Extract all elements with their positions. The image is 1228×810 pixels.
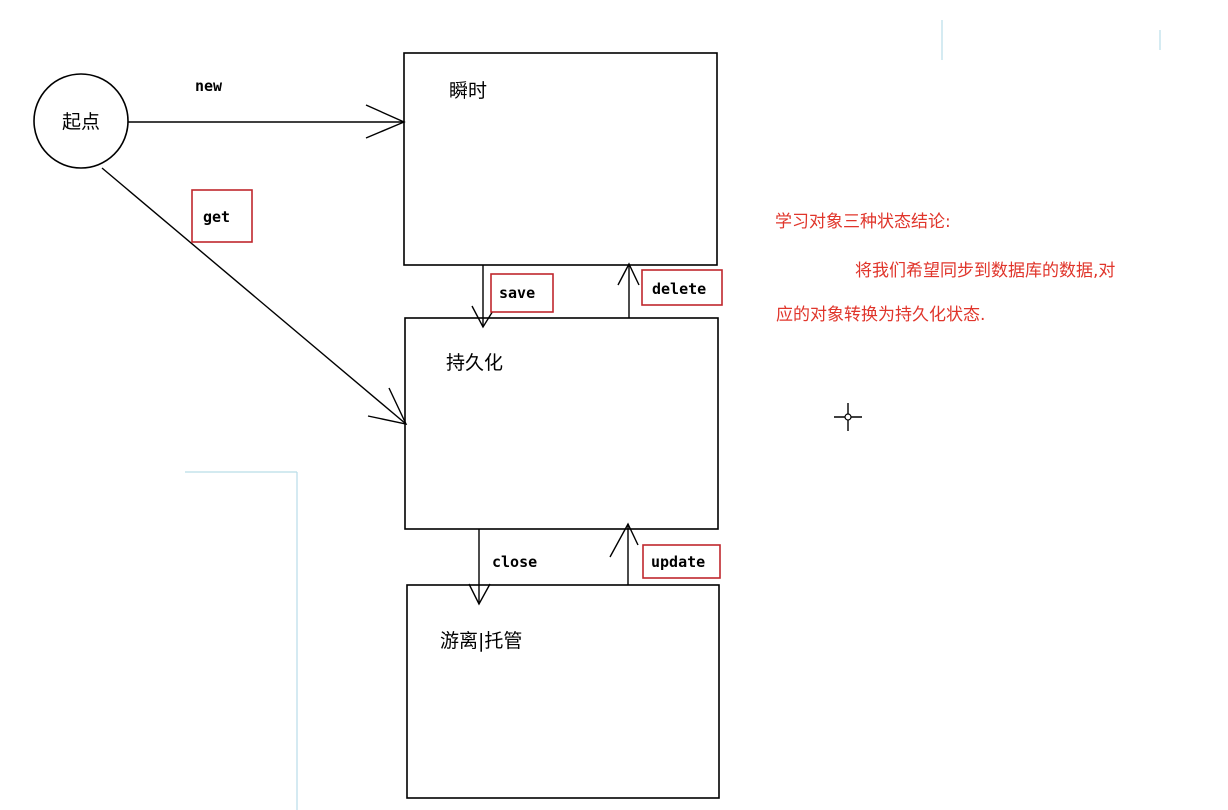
- arrow-save: save: [471, 265, 554, 329]
- label-delete: delete: [652, 280, 706, 298]
- conclusion-line-1: 将我们希望同步到数据库的数据,对: [855, 261, 1115, 281]
- label-new: new: [195, 77, 223, 95]
- arrow-close: close: [468, 529, 537, 606]
- state-transient: 瞬时: [403, 52, 718, 266]
- conclusion-note: 学习对象三种状态结论: 将我们希望同步到数据库的数据,对 应的对象转换为持久化状…: [775, 212, 1115, 325]
- start-node: 起点: [33, 73, 129, 169]
- arrow-get: get: [101, 167, 408, 425]
- start-node-label: 起点: [62, 111, 100, 133]
- state-persistent-label: 持久化: [446, 352, 503, 374]
- label-close: close: [492, 553, 537, 571]
- label-save: save: [499, 284, 535, 302]
- conclusion-line-2: 应的对象转换为持久化状态.: [776, 305, 985, 325]
- state-detached: 游离|托管: [406, 584, 720, 799]
- state-detached-label: 游离|托管: [440, 630, 522, 652]
- arrow-update: update: [609, 522, 721, 585]
- state-persistent: 持久化: [404, 317, 719, 530]
- arrow-new: new: [128, 77, 406, 139]
- conclusion-title: 学习对象三种状态结论:: [775, 212, 951, 232]
- crosshair-cursor-icon: [834, 403, 862, 431]
- label-get: get: [203, 208, 230, 226]
- state-transient-label: 瞬时: [449, 80, 487, 102]
- background-artifacts: [185, 20, 1161, 810]
- label-update: update: [651, 553, 705, 571]
- arrow-delete: delete: [617, 262, 723, 318]
